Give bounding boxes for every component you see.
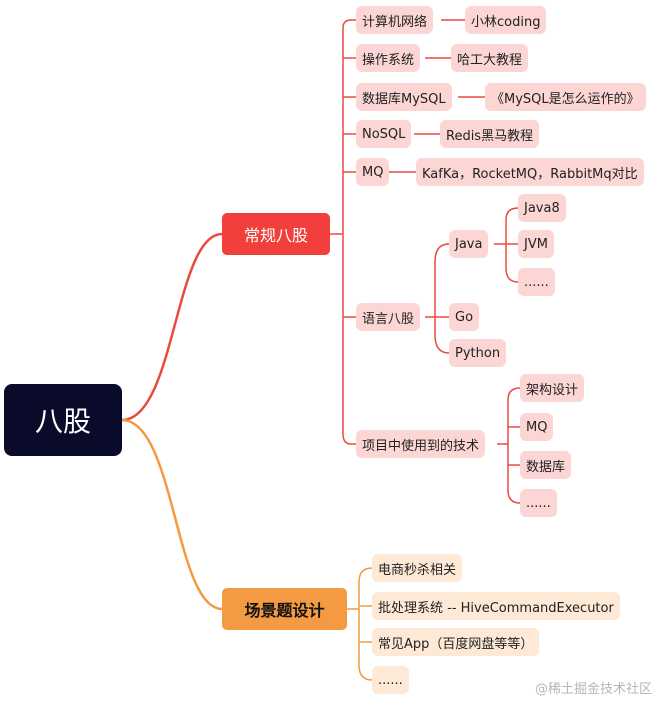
topic-batch-system[interactable]: 批处理系统 -- HiveCommandExecutor bbox=[372, 592, 620, 620]
topic-os[interactable]: 操作系统 bbox=[356, 44, 421, 72]
topic-language[interactable]: 语言八股 bbox=[356, 303, 421, 331]
topic-java-more[interactable]: ...... bbox=[518, 268, 555, 296]
topic-architecture[interactable]: 架构设计 bbox=[520, 374, 585, 402]
topic-mq[interactable]: MQ bbox=[356, 158, 390, 186]
root-node[interactable]: 八股 bbox=[4, 384, 122, 456]
topic-go[interactable]: Go bbox=[449, 303, 480, 331]
topic-network[interactable]: 计算机网络 bbox=[356, 6, 434, 34]
topic-network-resource[interactable]: 小林coding bbox=[465, 6, 547, 34]
topic-project-more[interactable]: ...... bbox=[520, 489, 557, 517]
topic-database[interactable]: 数据库 bbox=[520, 451, 572, 479]
topic-os-resource[interactable]: 哈工大教程 bbox=[451, 44, 529, 72]
topic-nosql[interactable]: NoSQL bbox=[356, 120, 412, 148]
topic-jvm[interactable]: JVM bbox=[518, 230, 554, 258]
topic-flash-sale[interactable]: 电商秒杀相关 bbox=[372, 554, 463, 582]
topic-mysql[interactable]: 数据库MySQL bbox=[356, 83, 452, 111]
topic-nosql-resource[interactable]: Redis黑马教程 bbox=[440, 120, 540, 148]
topic-project[interactable]: 项目中使用到的技术 bbox=[356, 430, 486, 458]
topic-project-mq[interactable]: MQ bbox=[520, 413, 554, 441]
topic-mysql-resource[interactable]: 《MySQL是怎么运作的》 bbox=[485, 83, 646, 111]
branch-scenario[interactable]: 场景题设计 bbox=[222, 588, 347, 630]
topic-scenario-more[interactable]: ...... bbox=[372, 666, 409, 694]
topic-python[interactable]: Python bbox=[449, 339, 507, 367]
topic-java[interactable]: Java bbox=[449, 230, 489, 258]
branch-regular[interactable]: 常规八股 bbox=[222, 213, 330, 255]
watermark: @稀土掘金技术社区 bbox=[535, 682, 653, 697]
topic-java8[interactable]: Java8 bbox=[518, 194, 566, 222]
topic-common-app[interactable]: 常见App（百度网盘等等） bbox=[372, 628, 540, 656]
topic-mq-resource[interactable]: KafKa，RocketMQ，RabbitMq对比 bbox=[416, 158, 644, 186]
